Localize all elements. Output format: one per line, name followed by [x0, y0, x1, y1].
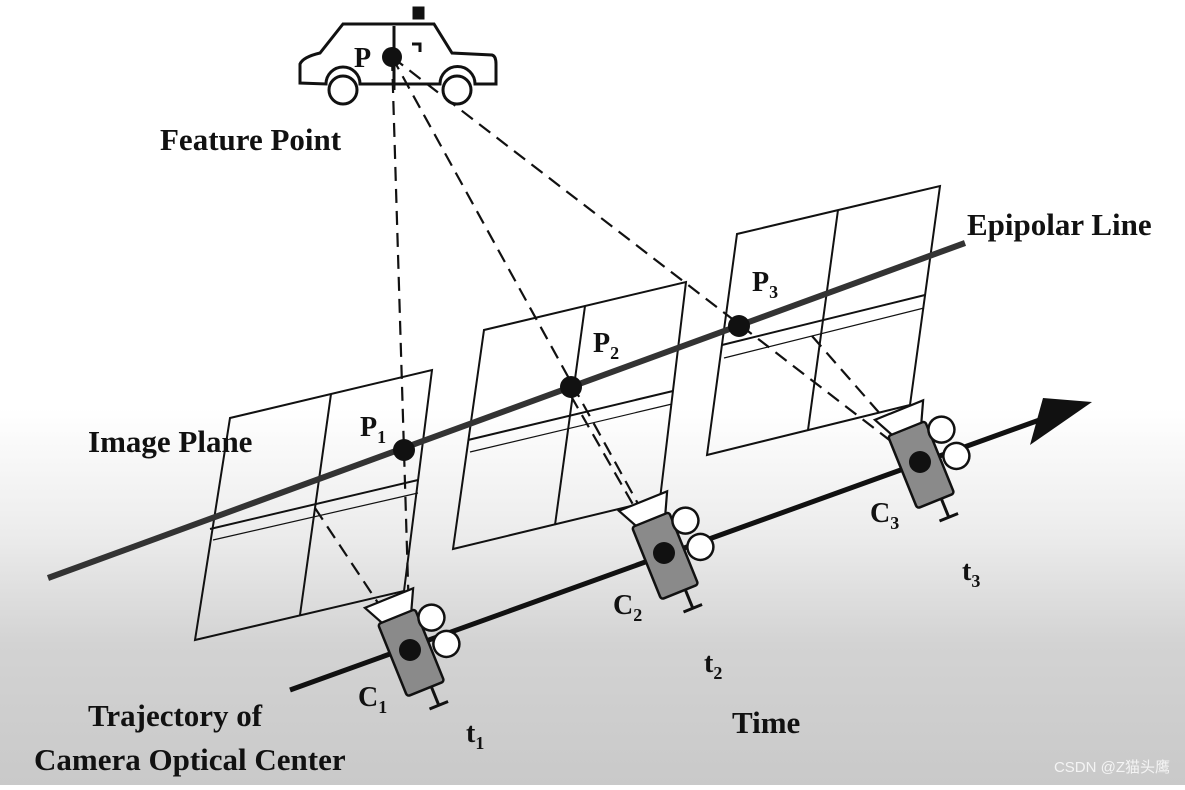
camera-label-c2: C2 [613, 590, 642, 625]
trajectory-label-line2: Camera Optical Center [34, 742, 346, 777]
c3-base: C [870, 498, 890, 529]
projection-rays [314, 56, 919, 649]
t2-subscript: 2 [713, 663, 722, 683]
camera-center-c2 [653, 542, 675, 564]
t3-base: t [962, 556, 972, 587]
epipolar-line [46, 240, 967, 581]
t1-base: t [466, 718, 476, 749]
point-label-p3: P3 [752, 267, 778, 302]
p3-base: P [752, 267, 769, 298]
point-label-p1: P1 [360, 412, 386, 447]
camera-center-c1 [399, 639, 421, 661]
p1-base: P [360, 412, 377, 443]
t3-subscript: 3 [971, 571, 980, 591]
camera-label-c3: C3 [870, 498, 899, 533]
watermark: CSDN @Z猫头鹰 [1054, 759, 1170, 776]
time-label-t3: t3 [962, 556, 980, 591]
feature-point-label: Feature Point [160, 122, 342, 157]
point-label-p2: P2 [593, 328, 619, 363]
point-label-p: P [354, 43, 371, 74]
camera-icon [872, 398, 971, 523]
projection-point-p1 [393, 439, 415, 461]
p2-base: P [593, 328, 610, 359]
epipolar-line-label: Epipolar Line [967, 207, 1152, 242]
t1-subscript: 1 [475, 733, 484, 753]
feature-point-dot [382, 47, 402, 67]
c1-subscript: 1 [378, 697, 387, 717]
t2-base: t [704, 648, 714, 679]
image-plane-label: Image Plane [88, 424, 252, 459]
projection-point-p3 [728, 315, 750, 337]
time-label-t2: t2 [704, 648, 722, 683]
c2-subscript: 2 [633, 605, 642, 625]
image-plane-3 [705, 184, 942, 457]
p1-subscript: 1 [377, 427, 386, 447]
time-label: Time [732, 705, 800, 740]
p2-subscript: 2 [610, 343, 619, 363]
camera-center-c3 [909, 451, 931, 473]
image-plane-1 [193, 368, 434, 642]
camera-icon [616, 489, 715, 614]
c3-subscript: 3 [890, 513, 899, 533]
time-label-t1: t1 [466, 718, 484, 753]
camera-label-c1: C1 [358, 682, 387, 717]
trajectory-label-line1: Trajectory of [88, 698, 263, 733]
p3-subscript: 3 [769, 282, 778, 302]
image-plane-2 [451, 280, 688, 551]
c2-base: C [613, 590, 633, 621]
projection-point-p2 [560, 376, 582, 398]
c1-base: C [358, 682, 378, 713]
